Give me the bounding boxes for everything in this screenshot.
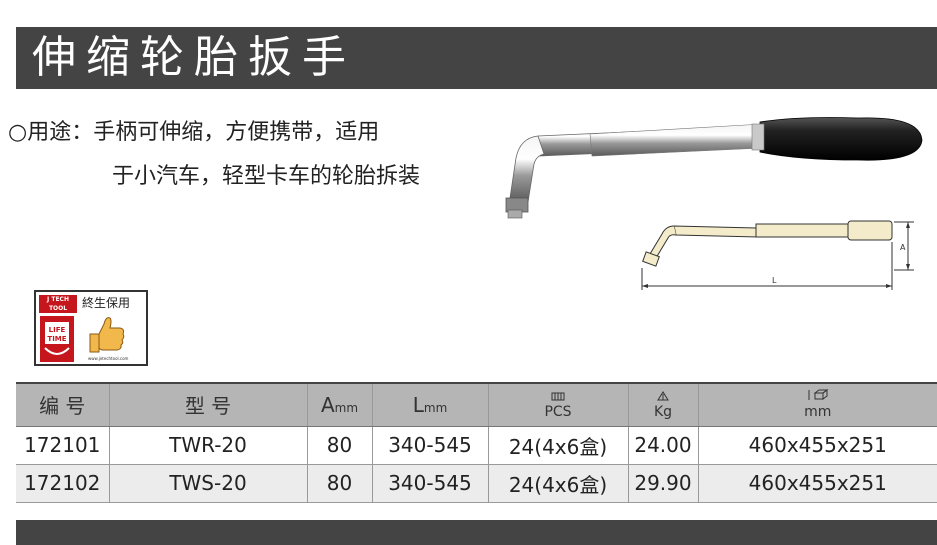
footer-bar (16, 520, 937, 545)
table-row: 172101 TWR-20 80 340-545 24(4x6盒) 24.00 … (16, 426, 937, 465)
cell-l: 340-545 (371, 464, 488, 503)
page-title: 伸缩轮胎扳手 (32, 32, 356, 83)
header-model: 型 号 (108, 382, 307, 427)
thumbs-up-icon (89, 317, 125, 353)
brand-logo: J TECH TOOL (39, 295, 77, 313)
cell-size: 460x455x251 (697, 426, 937, 465)
usage-text-line-1: ○用途：手柄可伸缩，方便携带，适用 (8, 120, 380, 145)
box-dimension-icon (808, 389, 829, 401)
warranty-text: 終生保用 (82, 296, 131, 310)
header-size: mm (697, 382, 937, 427)
cell-kg: 29.90 (627, 464, 698, 503)
cell-pcs: 24(4x6盒) (487, 426, 628, 465)
dimension-drawing: A L (641, 220, 914, 290)
cell-a: 80 (306, 426, 372, 465)
table-header-row: 编 号 型 号 Amm Lmm PCS Kg mm (16, 382, 937, 427)
lifetime-warranty-badge: J TECH TOOL LIFE TIME 終生保用 www.jetechtoo… (34, 290, 148, 366)
usage-text-line-2: 于小汽车，轻型卡车的轮胎拆装 (112, 164, 421, 189)
table-row: 172102 TWS-20 80 340-545 24(4x6盒) 29.90 … (16, 464, 937, 503)
cell-code: 172101 (16, 426, 109, 465)
lifetime-seal: LIFE TIME (40, 316, 74, 362)
cell-size: 460x455x251 (697, 464, 937, 503)
website-url: www.jetechtool.com (88, 356, 129, 361)
svg-text:LIFE: LIFE (49, 326, 66, 334)
header-a: Amm (306, 382, 372, 427)
dim-a-label: A (900, 243, 906, 252)
weight-icon (657, 390, 669, 401)
title-bar (16, 27, 937, 89)
header-kg: Kg (627, 382, 698, 427)
carton-icon (551, 392, 565, 401)
spec-table: 编 号 型 号 Amm Lmm PCS Kg mm 172101 TWR-20 … (16, 382, 937, 503)
cell-a: 80 (306, 464, 372, 503)
cell-l: 340-545 (371, 426, 488, 465)
cell-model: TWR-20 (108, 426, 307, 465)
header-l: Lmm (371, 382, 488, 427)
cell-kg: 24.00 (627, 426, 698, 465)
header-code: 编 号 (16, 382, 109, 427)
wrench-photo (505, 117, 923, 219)
cell-code: 172102 (16, 464, 109, 503)
cell-pcs: 24(4x6盒) (487, 464, 628, 503)
header-pcs: PCS (487, 382, 628, 427)
cell-model: TWS-20 (108, 464, 307, 503)
dim-l-label: L (772, 276, 777, 285)
svg-text:TIME: TIME (47, 335, 66, 343)
